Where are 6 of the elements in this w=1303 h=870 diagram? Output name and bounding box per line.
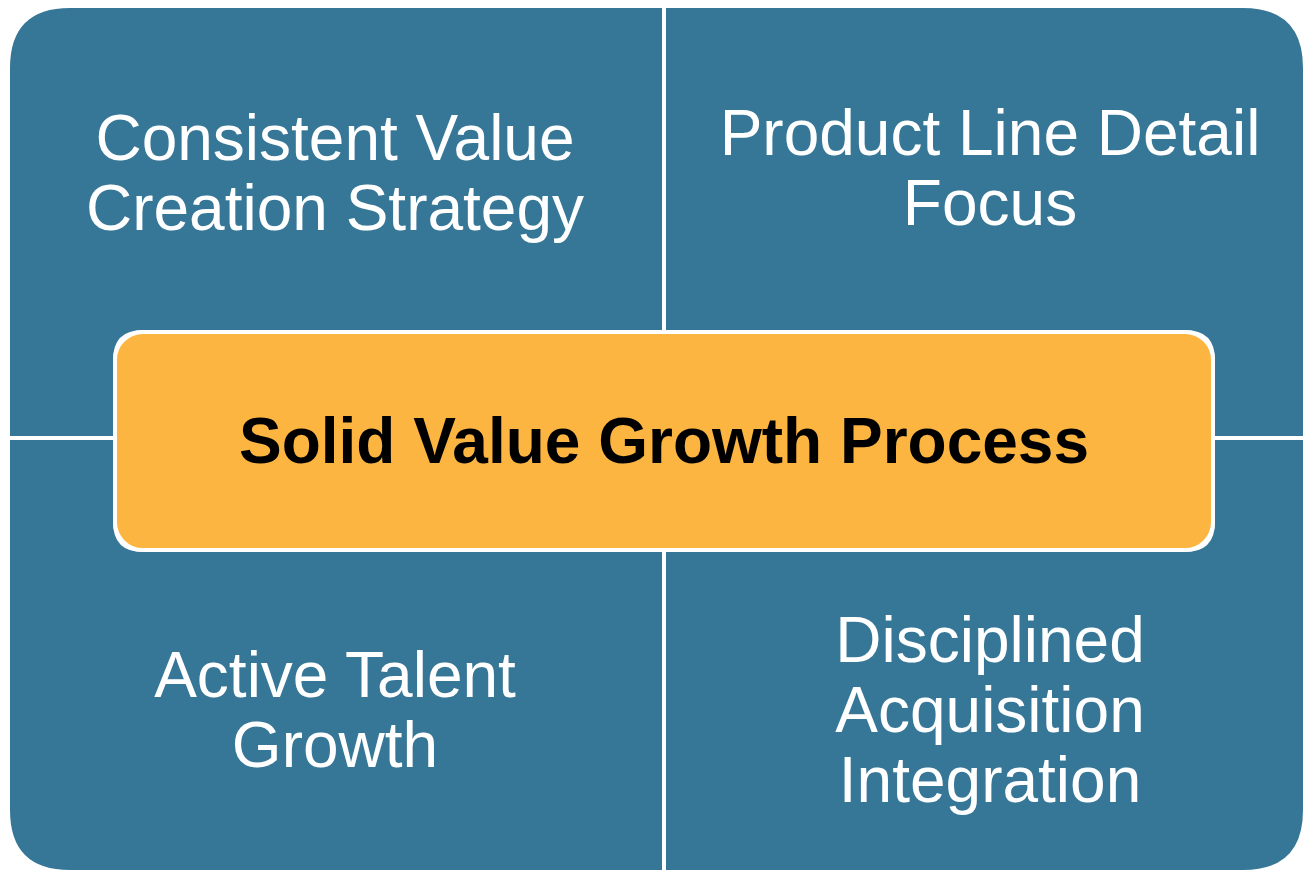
quadrant-heading: Consistent Value Creation Strategy bbox=[85, 103, 585, 243]
center-heading: Solid Value Growth Process bbox=[239, 404, 1089, 478]
quadrant-heading: Disciplined Acquisition Integration bbox=[834, 605, 1146, 815]
quadrant-heading: Active Talent Growth bbox=[153, 640, 517, 780]
highlight-banner bbox=[113, 330, 1215, 552]
quadrant-heading: Product Line Detail Focus bbox=[718, 98, 1262, 238]
